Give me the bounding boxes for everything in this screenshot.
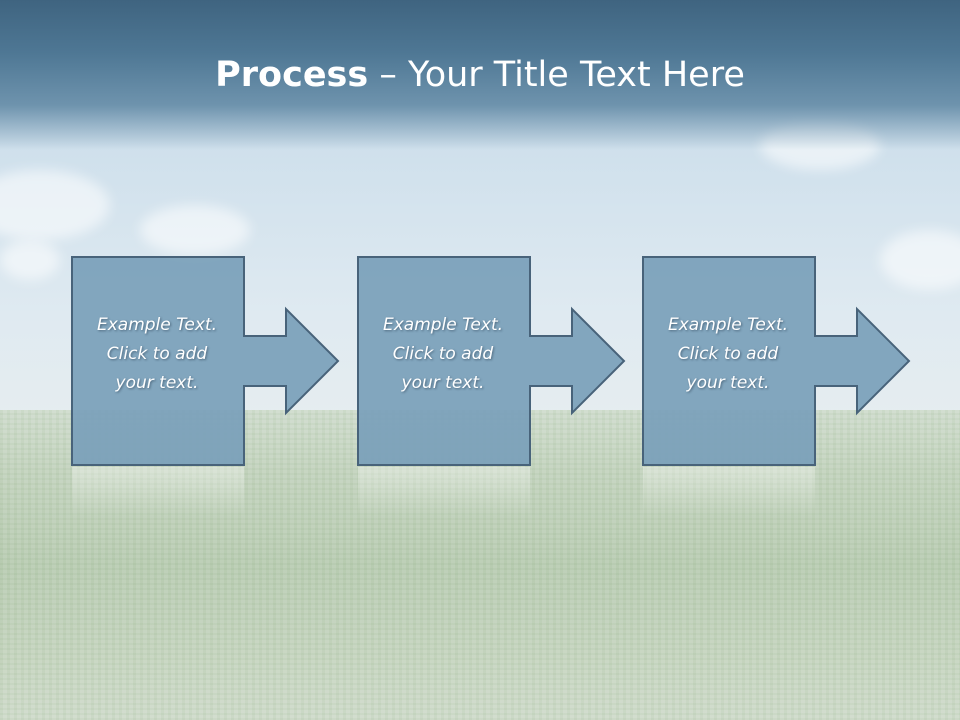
- cloud: [0, 240, 60, 280]
- step-1-line-3: your text.: [115, 373, 199, 393]
- step-reflection: [72, 467, 244, 517]
- process-step-2[interactable]: [357, 256, 626, 517]
- title-rest-part: – Your Title Text Here: [368, 55, 745, 95]
- step-2-line-3: your text.: [401, 373, 485, 393]
- step-2-line-2: Click to add: [392, 344, 494, 364]
- step-1-text[interactable]: Example Text. Click to add your text.: [70, 311, 244, 398]
- step-3-text[interactable]: Example Text. Click to add your text.: [641, 311, 815, 398]
- step-2-line-1: Example Text.: [382, 315, 504, 335]
- step-3-line-3: your text.: [686, 373, 770, 393]
- title-bold-part: Process: [215, 55, 369, 95]
- cloud: [140, 205, 250, 255]
- step-arrow-box: [71, 256, 340, 466]
- step-3-line-1: Example Text.: [667, 315, 789, 335]
- process-step-3[interactable]: [642, 256, 911, 517]
- slide-title[interactable]: Process – Your Title Text Here: [0, 52, 960, 98]
- step-arrow-box: [642, 256, 911, 466]
- step-1-line-2: Click to add: [106, 344, 208, 364]
- step-arrow-box: [357, 256, 626, 466]
- title-banner: [0, 0, 960, 150]
- step-reflection: [643, 467, 815, 517]
- process-step-1[interactable]: [71, 256, 340, 517]
- step-reflection: [358, 467, 530, 517]
- cloud: [880, 230, 960, 290]
- cloud: [0, 170, 110, 240]
- step-3-line-2: Click to add: [677, 344, 779, 364]
- step-1-line-1: Example Text.: [96, 315, 218, 335]
- step-2-text[interactable]: Example Text. Click to add your text.: [356, 311, 530, 398]
